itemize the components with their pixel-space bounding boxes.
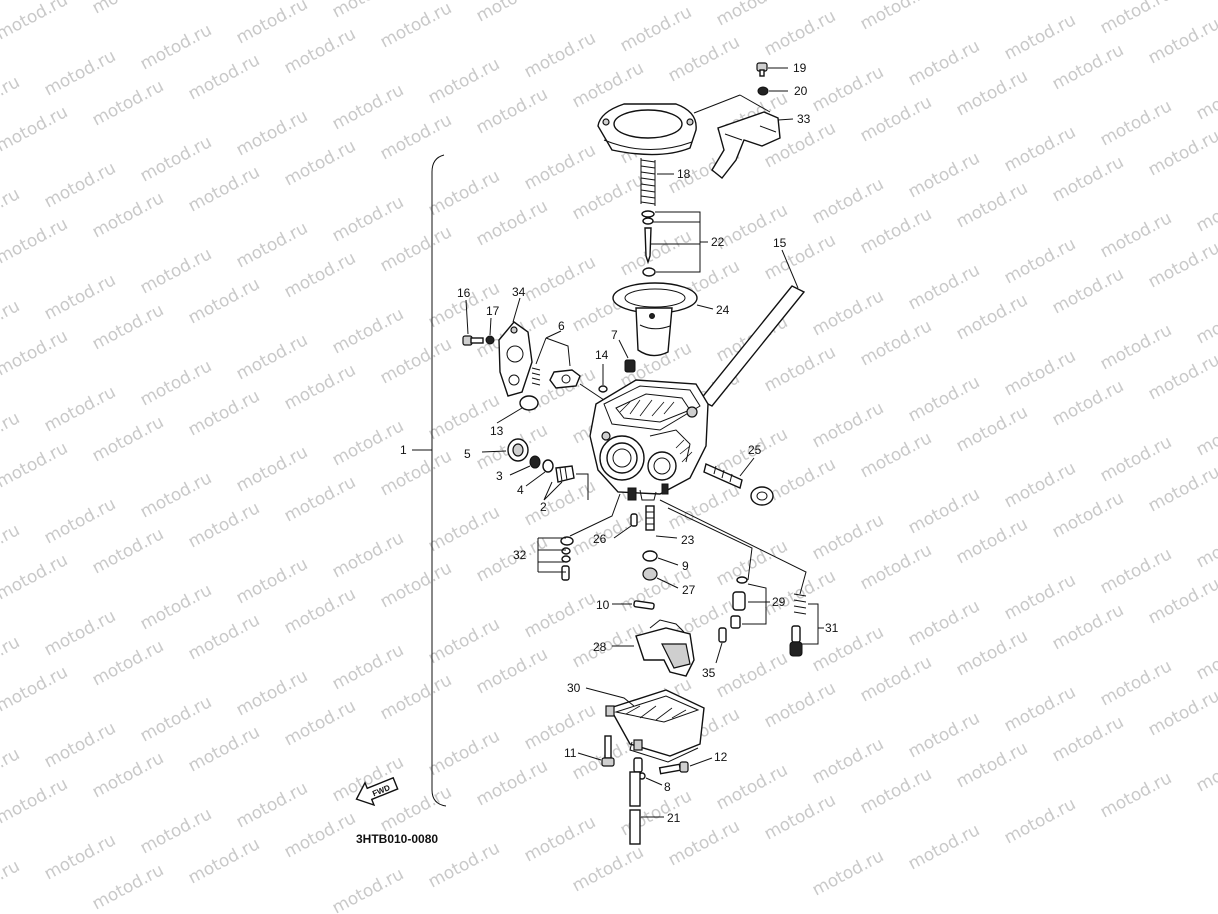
callout-35: 35	[702, 666, 716, 680]
part-31-pilot-screw-set	[789, 593, 807, 657]
part-top-cover	[597, 103, 697, 156]
callout-10: 10	[596, 598, 610, 612]
callout-15: 15	[773, 236, 787, 250]
part-7-pilot-jet	[624, 359, 636, 373]
callout-30: 30	[567, 681, 581, 695]
part-24-diaphragm-piston	[612, 282, 698, 357]
diagram-code: 3HTB010-0080	[356, 832, 438, 846]
callout-33: 33	[797, 112, 811, 126]
callout-4: 4	[517, 483, 524, 497]
callout-31: 31	[825, 621, 839, 635]
callout-12: 12	[714, 750, 728, 764]
part-3-washer	[529, 455, 541, 469]
callout-17: 17	[486, 304, 500, 318]
callout-7: 7	[611, 328, 618, 342]
part-17-washer	[485, 335, 495, 345]
part-28-float	[635, 619, 695, 677]
part-11-screw	[601, 735, 615, 767]
part-18-spring	[640, 158, 656, 206]
part-2-spring-set	[555, 465, 575, 483]
part-9-washer	[642, 550, 658, 562]
callout-29: 29	[772, 595, 786, 609]
callout-19: 19	[793, 61, 807, 75]
part-21-drain-hose	[629, 771, 641, 845]
callout-9: 9	[682, 559, 689, 573]
callout-25: 25	[748, 443, 762, 457]
part-13-o-ring	[519, 395, 539, 411]
callout-5: 5	[464, 447, 471, 461]
part-33-bracket	[711, 111, 781, 179]
part-25-throttle-stop-screw	[703, 463, 774, 506]
callout-11: 11	[564, 746, 577, 760]
callout-13: 13	[490, 424, 504, 438]
part-22-jet-needle-set	[641, 210, 656, 277]
callout-23: 23	[681, 533, 695, 547]
part-34-cover-housing	[498, 321, 533, 397]
callout-1: 1	[400, 443, 407, 457]
callout-26: 26	[593, 532, 607, 546]
part-32-jet-set	[560, 536, 574, 581]
callout-2: 2	[540, 500, 547, 514]
callout-18: 18	[677, 167, 691, 181]
carburetor-body	[589, 379, 709, 501]
part-15-hose	[698, 285, 806, 407]
callout-32: 32	[513, 548, 527, 562]
part-30-float-chamber	[605, 689, 705, 763]
part-4-o-ring	[542, 459, 554, 473]
part-5-cap	[507, 438, 529, 462]
part-35-screw	[718, 627, 727, 643]
callout-28: 28	[593, 640, 607, 654]
fwd-arrow-icon: FWD	[355, 776, 399, 807]
part-19-screw	[756, 62, 768, 77]
part-29-o-ring	[736, 576, 748, 584]
callout-20: 20	[794, 84, 808, 98]
callout-14: 14	[595, 348, 609, 362]
callout-3: 3	[496, 469, 503, 483]
assembly-bracket	[431, 154, 447, 807]
callout-8: 8	[664, 780, 671, 794]
callout-24: 24	[716, 303, 730, 317]
callout-27: 27	[682, 583, 696, 597]
callout-labels: 1 2 3 4 5 6 7 8 9 10 11 12 13 14 15 16 1…	[400, 61, 839, 825]
part-12-screw	[658, 761, 689, 775]
callout-16: 16	[457, 286, 471, 300]
part-14-o-ring	[598, 385, 608, 393]
part-20-washer	[757, 86, 769, 96]
callout-22: 22	[711, 235, 725, 249]
part-6-valve-assembly	[531, 367, 581, 389]
callout-6: 6	[558, 319, 565, 333]
callout-21: 21	[667, 811, 681, 825]
part-10-float-pin	[633, 600, 655, 610]
part-26-needle-jet	[630, 513, 638, 527]
part-27-main-jet	[642, 567, 658, 581]
part-23-needle-jet-holder	[645, 505, 655, 531]
part-16-screw	[462, 335, 484, 346]
callout-34: 34	[512, 285, 526, 299]
part-29-valve-set	[730, 591, 746, 629]
